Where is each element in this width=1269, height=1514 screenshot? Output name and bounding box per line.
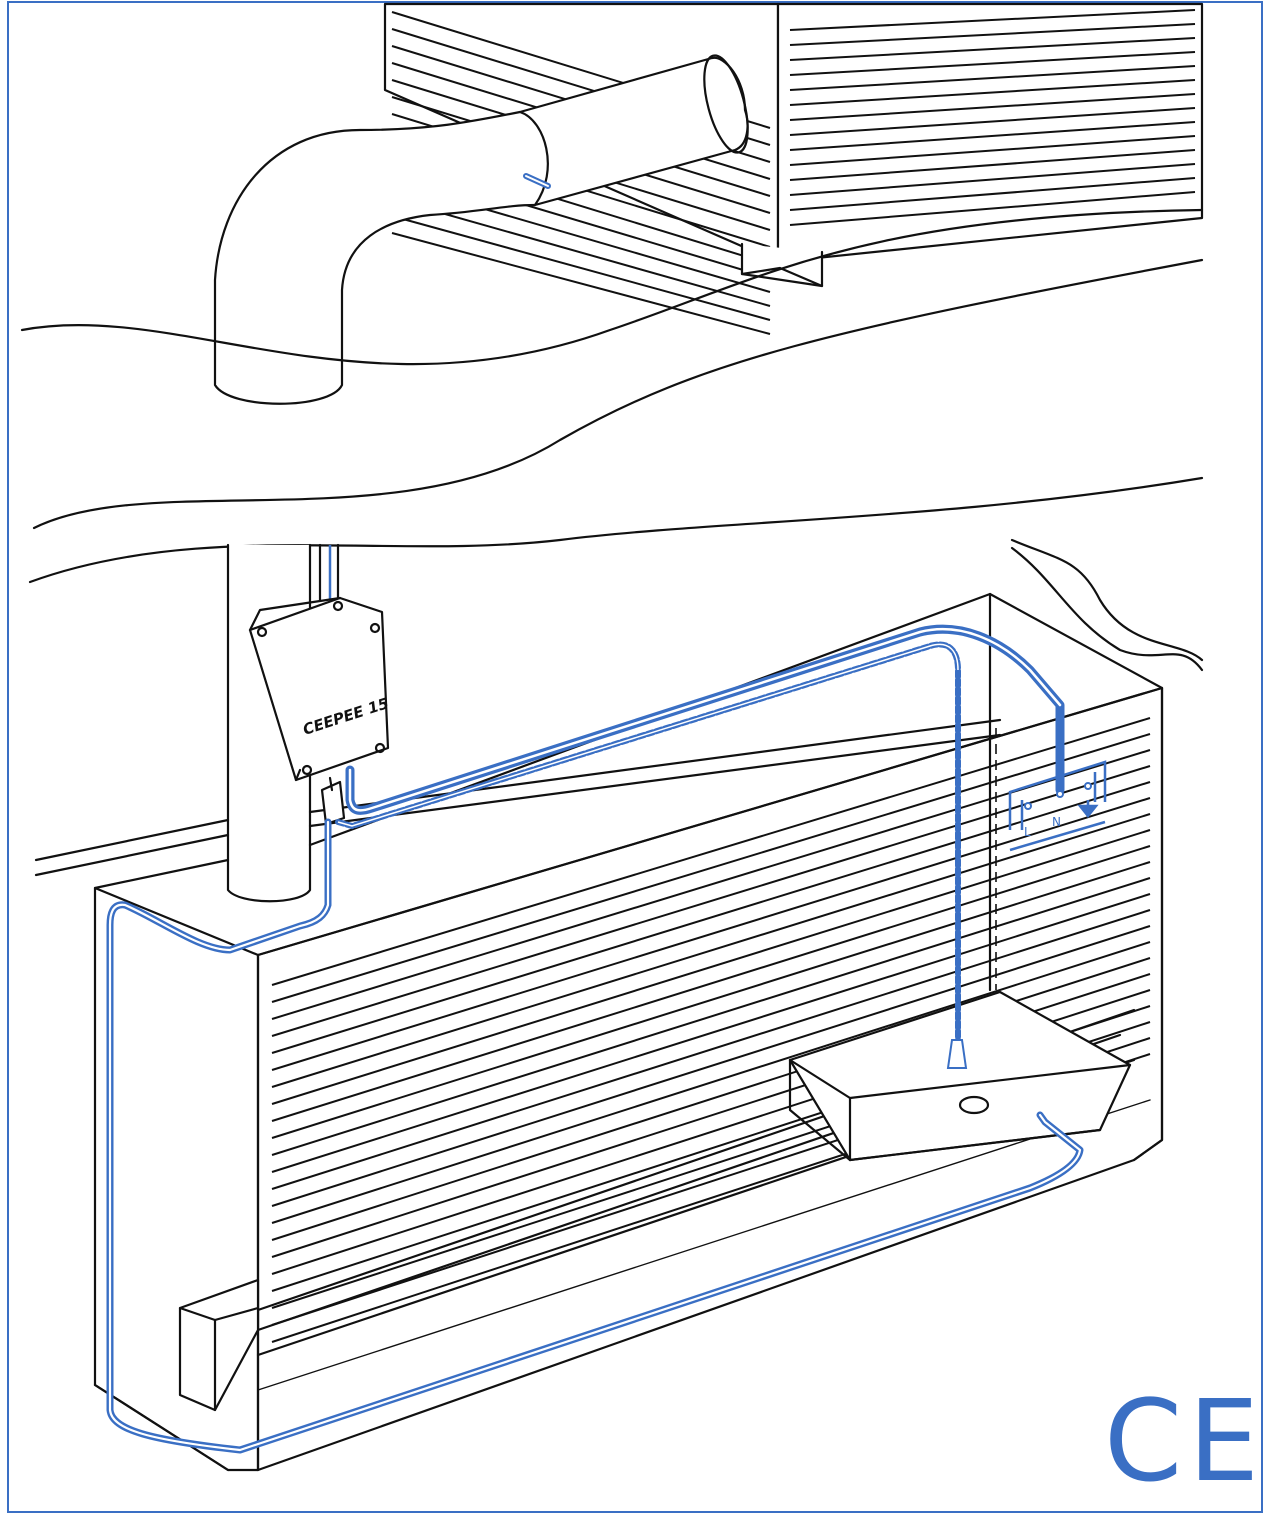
louvre-slat: [271, 925, 1151, 1207]
louvre-slat: [271, 765, 1151, 1037]
terminal-block: L N: [1008, 760, 1107, 852]
louvre-slat: [271, 829, 1151, 1105]
cables: [106, 624, 1084, 1454]
louvre-slat: [271, 749, 1151, 1020]
louvre-slat: [789, 37, 1196, 61]
cabinet: [93, 592, 1164, 1472]
louvre-slat: [789, 9, 1196, 31]
louvre-slat: [271, 845, 1151, 1122]
louvre-slat: [271, 909, 1151, 1190]
louvre-slat: [271, 813, 1151, 1088]
louvre-slat: [271, 941, 1151, 1224]
wall-cutaway: [20, 208, 1204, 672]
louvre-slat: [271, 781, 1151, 1054]
louvre-slat: [789, 135, 1196, 166]
louvre-slat: [789, 149, 1196, 181]
earth-ground-icon: [1077, 800, 1099, 819]
louvre-slat: [271, 861, 1151, 1139]
louvre-slat: [789, 65, 1196, 91]
louvre-slat: [789, 177, 1196, 211]
louvre-slat: [789, 79, 1196, 106]
louvre-slat: [271, 717, 1151, 986]
right-louvres: [789, 9, 1196, 226]
page-border: [7, 1, 1263, 1513]
louvre-slat: [391, 232, 771, 335]
drain-pipe-elbow: [213, 54, 749, 405]
ce-mark: CE: [1104, 1377, 1265, 1507]
louvre-slat: [271, 797, 1151, 1071]
skirting-lines: [34, 718, 1002, 877]
louvre-slat: [789, 107, 1196, 136]
louvre-slat: [789, 23, 1196, 46]
louvre-slat: [789, 121, 1196, 151]
louvre-slat: [391, 198, 771, 307]
louvre-slat: [789, 191, 1196, 226]
louvre-slat: [271, 733, 1151, 1003]
terminal-L-label: L: [1024, 825, 1031, 839]
louvre-slat: [789, 93, 1196, 121]
terminal-N-label: N: [1052, 815, 1061, 829]
pump-control-box: CEEPEE 15: [248, 596, 391, 826]
louvre-slat: [789, 51, 1196, 76]
louvre-slat: [271, 893, 1151, 1173]
louvre-slat: [271, 877, 1151, 1156]
louvre-slat: [391, 215, 771, 321]
louvre-slat: [789, 163, 1196, 196]
